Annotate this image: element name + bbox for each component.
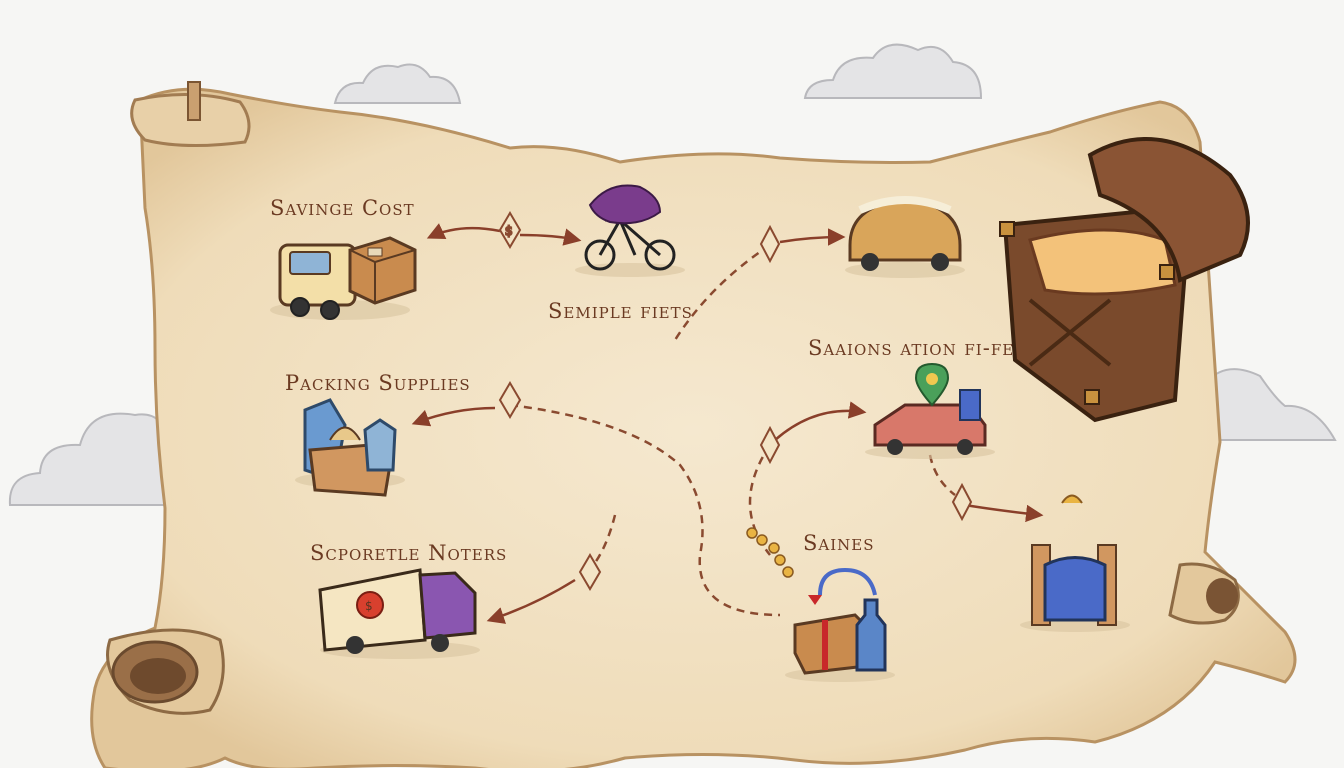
arrow-red-car xyxy=(774,401,867,441)
marker-4 xyxy=(759,425,781,465)
box-icon xyxy=(348,236,417,305)
label-packing-supplies: Packing Supplies xyxy=(285,371,471,395)
treasure-chest-icon xyxy=(999,137,1250,423)
marker-1 xyxy=(498,211,522,249)
bottle-icon xyxy=(855,598,887,672)
route-far-right xyxy=(928,454,956,496)
arrow-bottles xyxy=(964,503,1044,523)
arrow-top-car xyxy=(779,228,846,246)
car-icon xyxy=(845,196,965,278)
marker-5 xyxy=(578,553,602,591)
bicycle-icon xyxy=(575,184,685,277)
coin-trail xyxy=(746,527,794,578)
marker-3 xyxy=(498,381,522,419)
label-saines: Saines xyxy=(803,531,875,555)
label-saaions: Saaions ation fi-fel xyxy=(808,336,1025,360)
route-top xyxy=(673,243,771,341)
cloud-top-right xyxy=(803,43,983,99)
marker-6 xyxy=(951,482,973,522)
truck-dollar: $ xyxy=(365,599,373,613)
cloud-top-left xyxy=(333,63,462,104)
bottles-bag-icon xyxy=(1020,494,1130,632)
red-car-icon xyxy=(865,389,995,459)
marker-1-dollar: $ xyxy=(505,224,513,238)
label-sporetle-noters: Scporetle Noters xyxy=(310,541,507,565)
label-saving-cost: Savinge Cost xyxy=(270,196,415,220)
diamond-markers: $ xyxy=(498,211,973,591)
label-semple-fiets: Semiple fiets xyxy=(548,299,693,323)
hook-arrow-icon xyxy=(808,567,877,605)
arrow-packing xyxy=(411,406,496,427)
arrow-moving-truck xyxy=(486,578,576,624)
marker-2 xyxy=(759,224,781,264)
packing-box-icon xyxy=(295,398,405,497)
route-center xyxy=(509,403,781,617)
location-pin-icon xyxy=(914,362,950,407)
arrow-saving-bicycle xyxy=(430,228,578,240)
moving-truck-icon: $ xyxy=(318,568,480,659)
arrows xyxy=(411,228,1044,624)
